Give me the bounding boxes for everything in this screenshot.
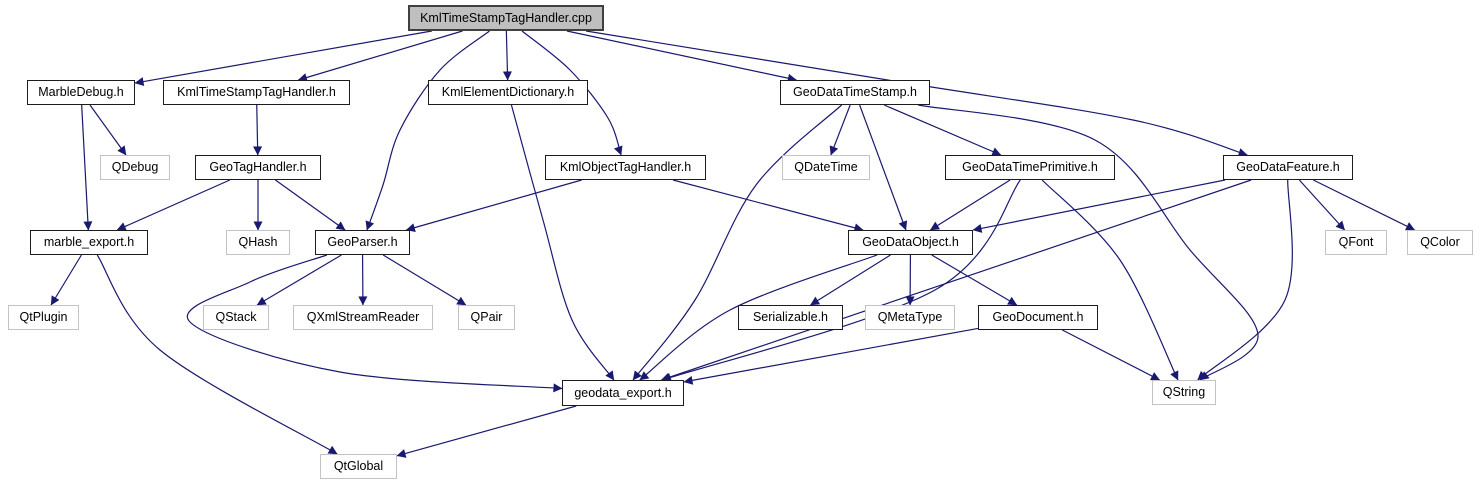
edge-root-kmltsth (297, 30, 463, 82)
node-qxmlsr: QXmlStreamReader (293, 305, 433, 330)
edge-root-kmleldict (502, 30, 512, 81)
node-qtglobal: QtGlobal (320, 454, 397, 479)
edge-root-geoparser (365, 30, 490, 231)
edge-geodatats-geodatatp (883, 104, 1002, 156)
edge-marbleexp-qtplugin (50, 254, 82, 306)
edge-geoparser-qstack (256, 254, 342, 306)
edge-geodatatp-geodataexp (661, 179, 1021, 382)
node-qpair: QPair (458, 305, 515, 330)
edge-geodocument-geodataexp (683, 327, 979, 385)
edge-geodataobj-geodocument (931, 254, 1018, 306)
edge-geodatats-qdatetime (829, 104, 851, 156)
node-qdatetime: QDateTime (782, 155, 870, 180)
node-qmetatype: QMetaType (865, 305, 955, 330)
node-qcolor: QColor (1407, 230, 1473, 255)
edge-geodocument-qstring (1062, 329, 1161, 381)
edge-geodataf-qstring (1197, 179, 1293, 381)
node-serializable[interactable]: Serializable.h (738, 305, 843, 330)
node-kmltsth[interactable]: KmlTimeStampTagHandler.h (163, 80, 350, 105)
edge-kmleldict-geodataexp (510, 104, 615, 381)
edge-root-kmlobjth (521, 30, 623, 156)
node-qhash: QHash (226, 230, 290, 255)
edge-geodataf-qcolor (1313, 179, 1416, 231)
node-qstring: QString (1152, 380, 1216, 405)
node-geotagh[interactable]: GeoTagHandler.h (195, 155, 321, 180)
edge-geoparser-qpair (382, 254, 467, 306)
node-geoparser[interactable]: GeoParser.h (315, 230, 410, 255)
node-marbledebug[interactable]: MarbleDebug.h (27, 80, 135, 105)
node-qstack: QStack (203, 305, 269, 330)
edge-kmltsth-geotagh (253, 104, 263, 156)
node-kmlobjth[interactable]: KmlObjectTagHandler.h (545, 155, 706, 180)
edge-geotagh-marbleexp (116, 179, 231, 231)
node-geodataexp[interactable]: geodata_export.h (562, 380, 684, 406)
edge-geotagh-geoparser (275, 179, 346, 231)
edge-geodataf-qfont (1298, 179, 1346, 231)
node-geodocument[interactable]: GeoDocument.h (978, 305, 1098, 330)
edge-geodatats-qstring (918, 104, 1259, 381)
edge-geoparser-geodataexp (186, 254, 563, 393)
node-marbleexp[interactable]: marble_export.h (30, 230, 148, 255)
node-geodataobj[interactable]: GeoDataObject.h (848, 230, 973, 255)
edge-geodataexp-qtglobal (396, 405, 577, 458)
edge-geodatatp-qstring (1041, 179, 1179, 381)
node-geodatats[interactable]: GeoDataTimeStamp.h (780, 80, 930, 105)
edge-marbleexp-qtglobal (96, 254, 338, 455)
edge-root-geodataf (585, 30, 1248, 157)
edge-geodataobj-geodataexp (639, 254, 878, 381)
edge-kmlobjth-geodataobj (672, 179, 864, 233)
edge-marbledebug-qdebug (89, 104, 127, 156)
edge-geodataobj-serializable (810, 254, 891, 306)
node-geodataf[interactable]: GeoDataFeature.h (1223, 155, 1353, 180)
node-qtplugin: QtPlugin (8, 305, 79, 330)
edge-root-marbledebug (134, 30, 432, 86)
node-qdebug: QDebug (100, 155, 170, 180)
node-qfont: QFont (1325, 230, 1387, 255)
node-root: KmlTimeStampTagHandler.cpp (408, 5, 604, 31)
edge-geodataf-geodataobj (972, 179, 1226, 233)
edge-kmlobjth-geoparser (405, 179, 582, 232)
edge-root-geodatats (566, 30, 797, 83)
node-geodatatp[interactable]: GeoDataTimePrimitive.h (945, 155, 1115, 180)
edge-geodatatp-geodataobj (930, 179, 1011, 231)
edge-geodatats-geodataobj (859, 104, 908, 231)
node-kmleldict[interactable]: KmlElementDictionary.h (428, 80, 588, 105)
edge-geodatats-geodataexp (632, 104, 843, 381)
edge-marbledebug-marbleexp (81, 104, 93, 231)
edge-geodataf-geodataexp (660, 179, 1252, 382)
